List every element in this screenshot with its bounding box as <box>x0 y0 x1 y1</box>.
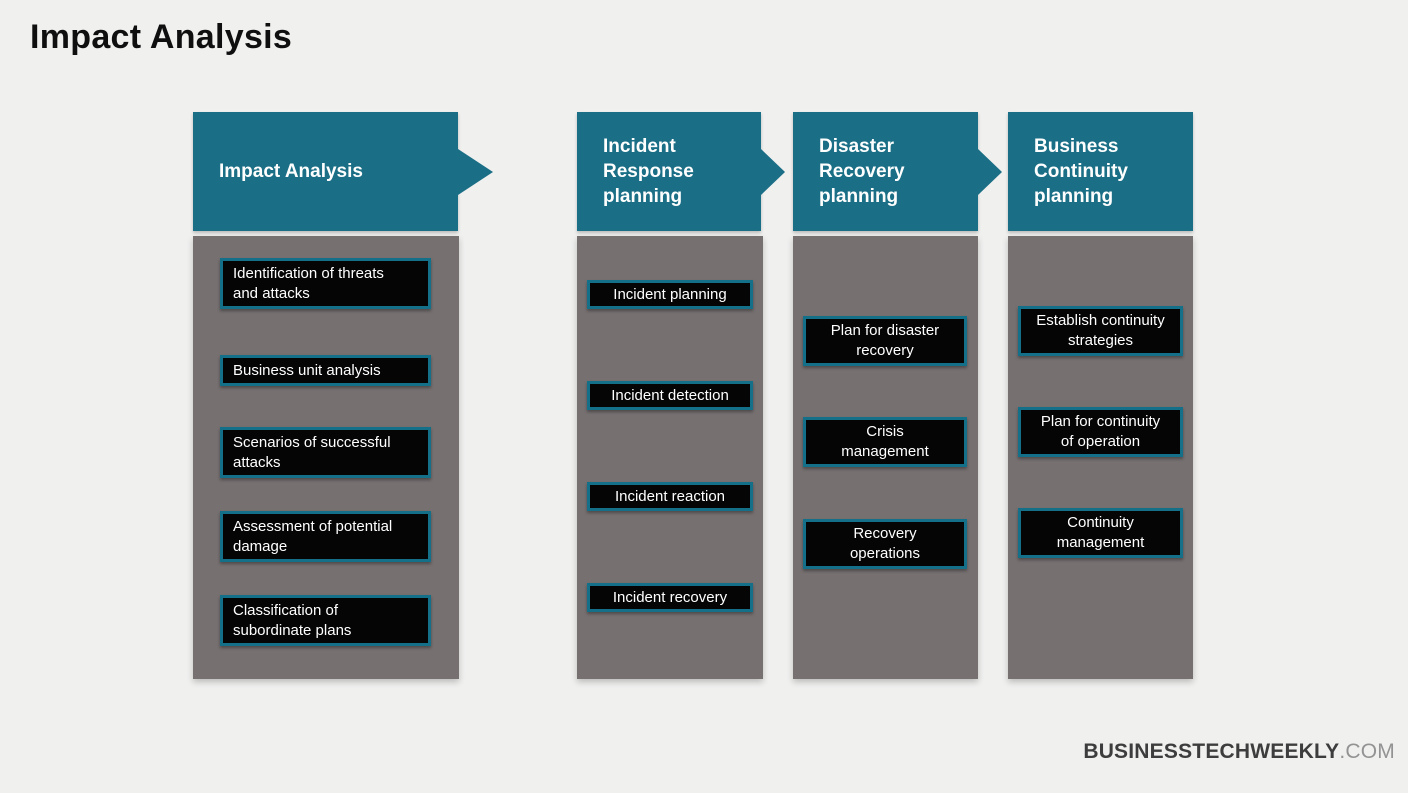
step-recovery-operations: Recovery operations <box>803 519 967 569</box>
step-classification-of-subordinate-plans: Classification of subordinate plans <box>220 595 431 646</box>
column-header-label: Business Continuity planning <box>1034 136 1128 207</box>
column-body-incident-response-planning: Incident planning Incident detection Inc… <box>577 236 763 679</box>
step-continuity-management: Continuity management <box>1018 508 1183 558</box>
step-identification-of-threats-and-attacks: Identification of threats and attacks <box>220 258 431 309</box>
arrow-right-icon <box>458 148 493 195</box>
step-business-unit-analysis: Business unit analysis <box>220 355 431 386</box>
brand-logo: BUSINESSTECHWEEKLY.COM <box>1083 740 1395 764</box>
column-body-business-continuity-planning: Establish continuity strategies Plan for… <box>1008 236 1193 679</box>
column-header-label: Incident Response planning <box>603 136 694 207</box>
column-header-disaster-recovery-planning: Disaster Recovery planning <box>793 112 1002 231</box>
column-body-disaster-recovery-planning: Plan for disaster recovery Crisis manage… <box>793 236 978 679</box>
brand-suffix: .COM <box>1339 740 1395 763</box>
column-header-incident-response-planning: Incident Response planning <box>577 112 785 231</box>
step-incident-planning: Incident planning <box>587 280 753 309</box>
step-incident-detection: Incident detection <box>587 381 753 410</box>
column-header-business-continuity-planning: Business Continuity planning <box>1008 112 1193 231</box>
column-body-impact-analysis: Identification of threats and attacks Bu… <box>193 236 459 679</box>
step-scenarios-of-successful-attacks: Scenarios of successful attacks <box>220 427 431 478</box>
column-header-label: Disaster Recovery planning <box>819 136 905 207</box>
page-title: Impact Analysis <box>30 18 293 56</box>
arrow-right-icon <box>978 148 1002 195</box>
column-header-impact-analysis: Impact Analysis <box>193 112 493 231</box>
step-assessment-of-potential-damage: Assessment of potential damage <box>220 511 431 562</box>
step-establish-continuity-strategies: Establish continuity strategies <box>1018 306 1183 356</box>
column-header-label: Impact Analysis <box>219 161 363 182</box>
step-plan-for-continuity-of-operation: Plan for continuity of operation <box>1018 407 1183 457</box>
arrow-right-icon <box>761 148 785 195</box>
step-crisis-management: Crisis management <box>803 417 967 467</box>
step-incident-recovery: Incident recovery <box>587 583 753 612</box>
step-plan-for-disaster-recovery: Plan for disaster recovery <box>803 316 967 366</box>
step-incident-reaction: Incident reaction <box>587 482 753 511</box>
brand-name: BUSINESSTECHWEEKLY <box>1083 740 1340 763</box>
